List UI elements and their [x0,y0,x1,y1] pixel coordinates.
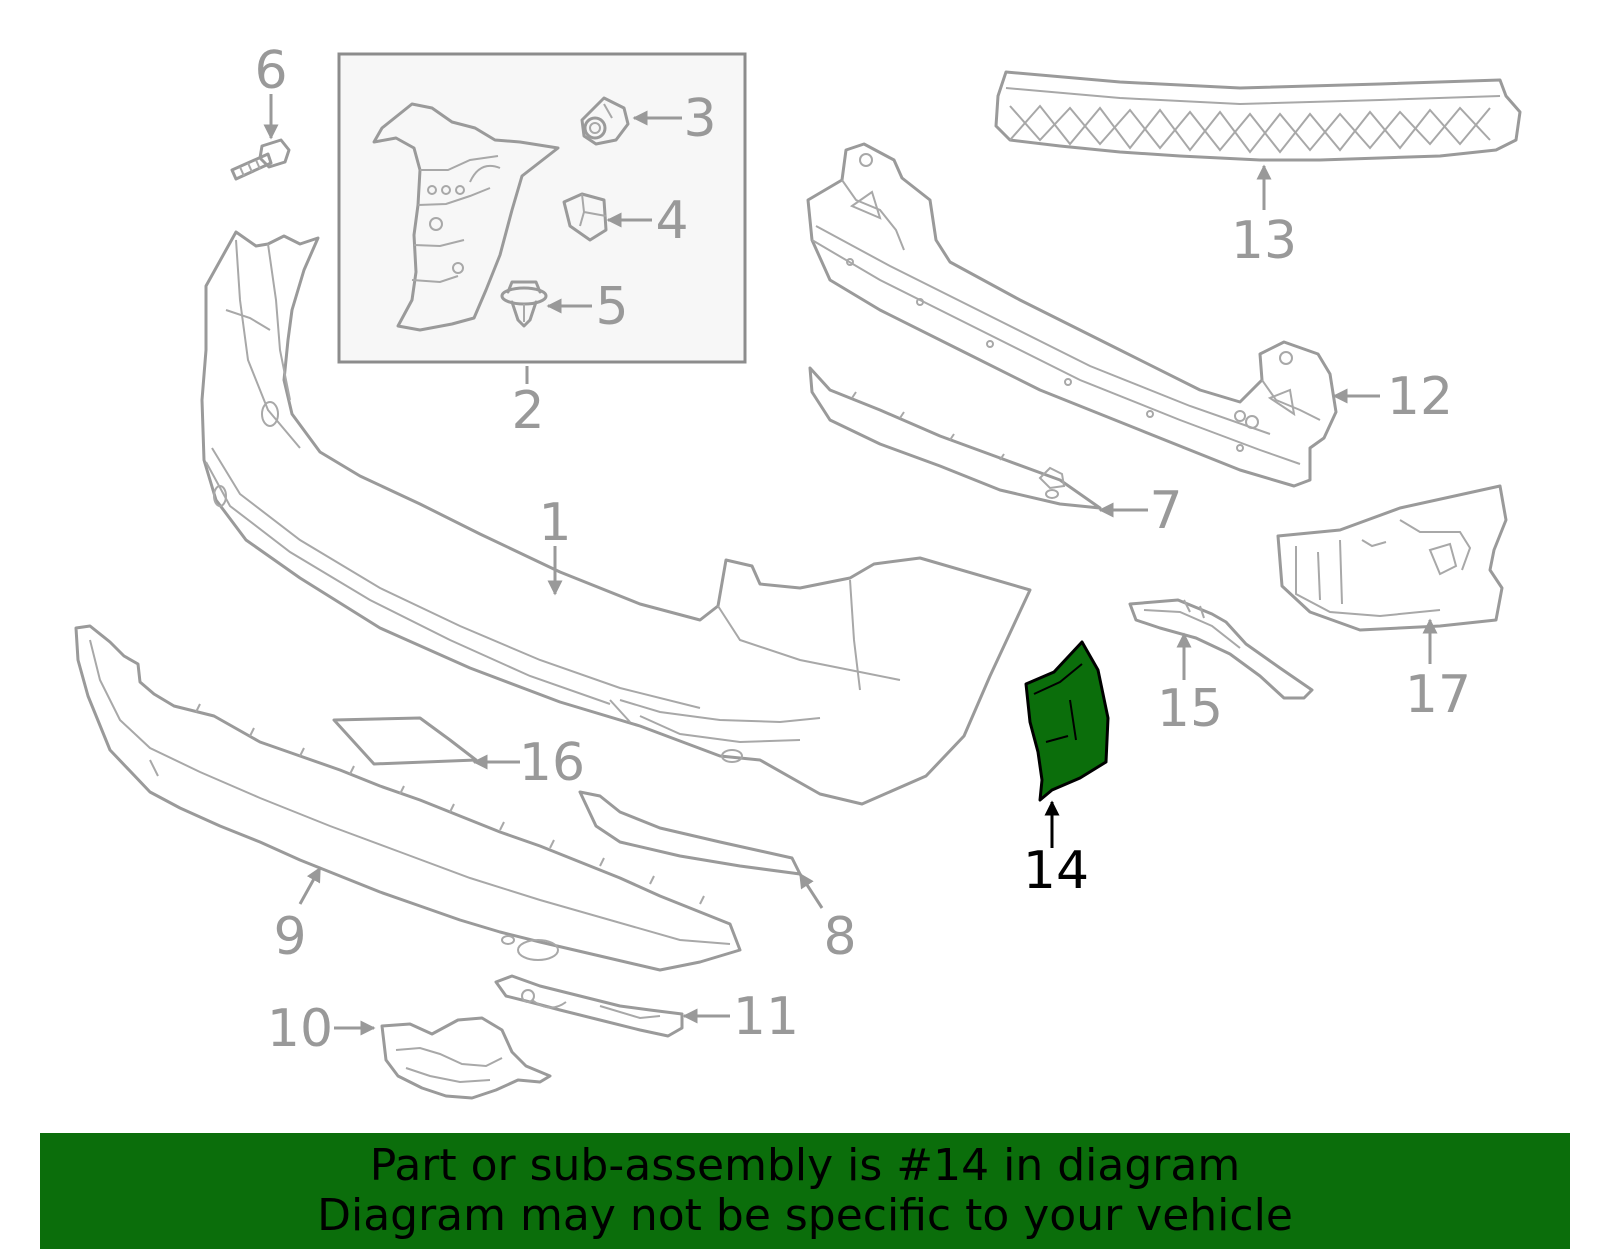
callout-13: 13 [1231,211,1297,271]
info-banner: Part or sub-assembly is #14 in diagram D… [40,1133,1570,1249]
callout-2: 2 [511,381,544,441]
part-14-highlighted[interactable] [1024,640,1110,802]
callout-4: 4 [655,191,688,251]
part-2-bracket[interactable] [372,102,560,332]
banner-line-disclaimer: Diagram may not be specific to your vehi… [317,1190,1293,1241]
part-6-bolt[interactable] [230,138,291,181]
callout-11: 11 [733,987,799,1047]
part-17-bracket[interactable] [1276,484,1508,632]
callout-10: 10 [267,999,333,1059]
part-12-reinforcement-beam[interactable] [806,142,1338,488]
part-10-exhaust-trim[interactable] [380,1016,552,1100]
callout-17: 17 [1405,665,1471,725]
part-9-lower-valance[interactable] [74,624,742,972]
callout-8: 8 [823,907,856,967]
part-16-plate[interactable] [332,716,478,766]
callout-15: 15 [1157,679,1223,739]
callout-7: 7 [1149,481,1182,541]
part-4-clip[interactable] [562,192,608,242]
leader-lines [263,94,1438,1036]
inset-box-2 [337,52,747,364]
part-15-side-bracket[interactable] [1128,598,1314,700]
callout-5: 5 [595,277,628,337]
part-7-upper-strip[interactable] [808,366,1102,510]
callout-6: 6 [254,41,287,101]
part-8-lower-strip[interactable] [578,790,802,876]
banner-line-part-number: Part or sub-assembly is #14 in diagram [369,1140,1241,1191]
part-13-energy-absorber[interactable] [994,70,1522,162]
callout-9: 9 [273,907,306,967]
callout-1: 1 [538,493,571,553]
part-11-lower-bracket[interactable] [494,974,684,1038]
part-3-sensor[interactable] [580,96,630,146]
callout-labels: 1 2 3 4 5 6 7 8 9 10 11 12 13 14 15 16 1… [254,41,1471,1059]
callout-12: 12 [1387,367,1453,427]
part-5-pushpin[interactable] [500,280,548,328]
callout-3: 3 [683,89,716,149]
part-1-bumper-cover[interactable] [200,230,1032,806]
callout-14: 14 [1023,841,1089,901]
callout-16: 16 [519,733,585,793]
